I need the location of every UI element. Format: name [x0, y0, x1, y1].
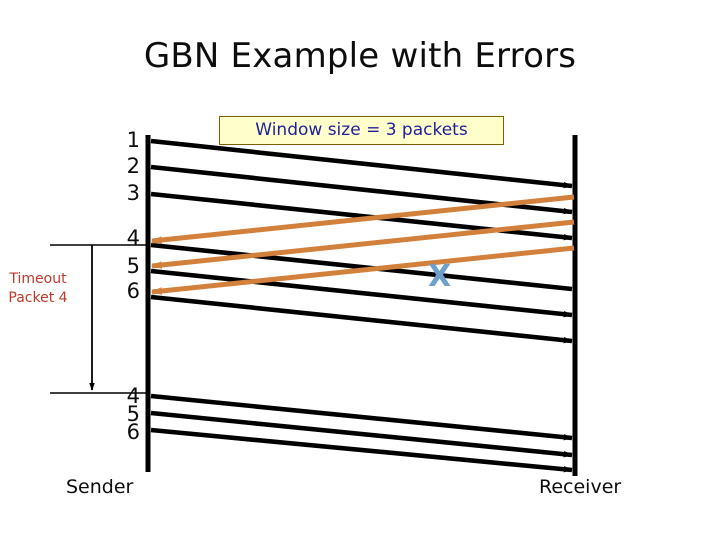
data-arrow-pkt-5 [150, 268, 573, 318]
seq-label-6: 6 [126, 279, 140, 303]
seq-label-4-retx: 4 [126, 384, 140, 408]
data-arrow-pkt-6 [150, 294, 573, 344]
data-arrow-pkt-5-retx [150, 410, 573, 458]
timeout-label: Timeout Packet 4 [0, 270, 76, 308]
window-size-callout: Window size = 3 packets [219, 116, 504, 145]
ack-arrow-2 [150, 219, 575, 269]
ack-arrow-1 [150, 194, 575, 244]
seq-label-4: 4 [126, 226, 140, 250]
seq-label-5: 5 [126, 254, 140, 278]
timeout-label-line-1: Timeout [9, 271, 67, 287]
data-arrow-pkt-1 [150, 138, 573, 189]
data-arrow-pkt-3 [150, 191, 573, 241]
seq-label-2: 2 [126, 154, 140, 178]
timeout-label-line-2: Packet 4 [8, 290, 68, 306]
data-arrow-pkt-4-lost [150, 242, 573, 292]
packet-loss-x-icon: X [428, 259, 452, 294]
data-arrow-pkt-4-retx [150, 393, 573, 441]
seq-label-6-retx: 6 [126, 420, 140, 444]
seq-label-5-retx: 5 [126, 402, 140, 426]
data-arrow-pkt-6-retx [150, 427, 573, 473]
page-title: GBN Example with Errors [143, 36, 577, 76]
seq-label-3: 3 [126, 181, 140, 205]
sender-label: Sender [66, 476, 134, 498]
ack-arrow-3 [150, 245, 575, 295]
receiver-label: Receiver [539, 476, 622, 498]
seq-label-1: 1 [126, 128, 140, 152]
